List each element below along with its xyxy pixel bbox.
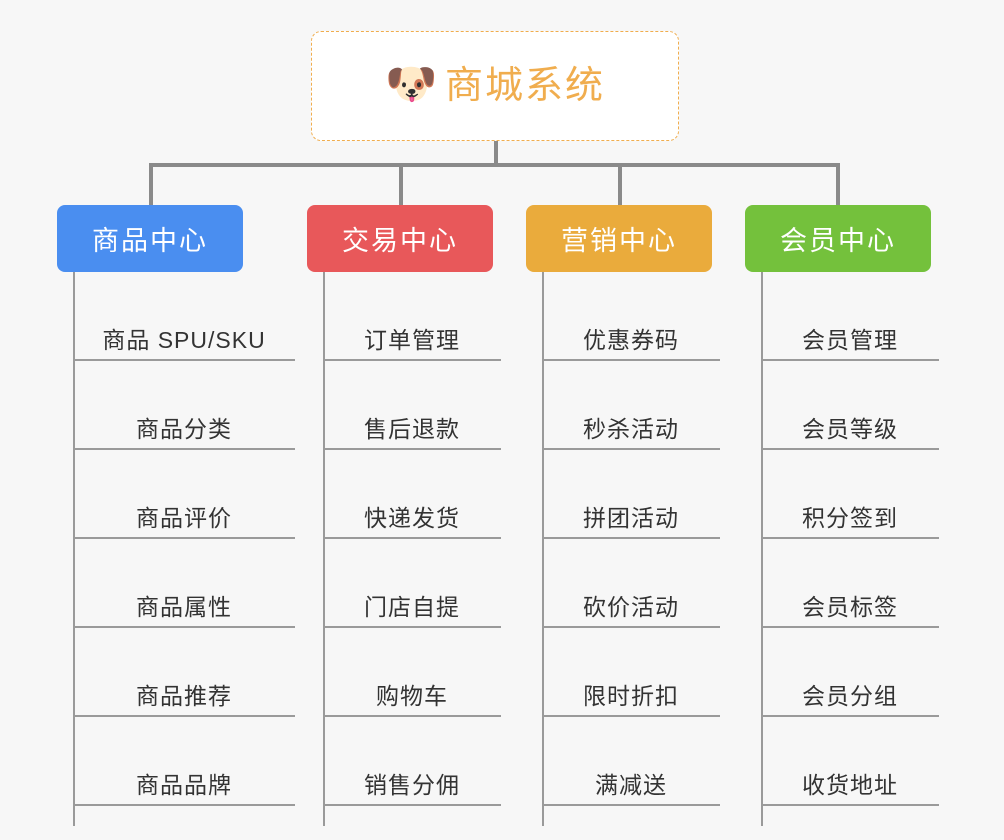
leaf-label: 商品评价: [136, 505, 232, 531]
leaf-item[interactable]: 售后退款: [323, 361, 501, 450]
shiba-dog-face-icon: 🐶: [384, 60, 438, 107]
leaf-item[interactable]: 秒杀活动: [542, 361, 720, 450]
leaf-item[interactable]: 商品推荐: [73, 628, 295, 717]
leaf-label: 限时折扣: [583, 683, 679, 709]
connector-horizontal-bus: [149, 163, 839, 167]
leaf-item[interactable]: 商品分类: [73, 361, 295, 450]
leaf-list-2: 优惠券码 秒杀活动 拼团活动 砍价活动 限时折扣 满减送: [542, 272, 720, 806]
branch-trunk-1: [323, 272, 325, 826]
leaf-label: 会员分组: [802, 683, 898, 709]
leaf-item[interactable]: 砍价活动: [542, 539, 720, 628]
connector-drop-2: [399, 163, 403, 205]
leaf-item[interactable]: 订单管理: [323, 272, 501, 361]
leaf-label: 会员管理: [802, 327, 898, 353]
branch-会员中心: 会员中心 会员管理 会员等级 积分签到 会员标签 会员分组 收货地址: [745, 205, 939, 826]
connector-root-stem: [494, 141, 498, 167]
leaf-item[interactable]: 门店自提: [323, 539, 501, 628]
branch-营销中心: 营销中心 优惠券码 秒杀活动 拼团活动 砍价活动 限时折扣 满减送: [526, 205, 720, 826]
connector-drop-1: [149, 163, 153, 205]
leaf-label: 商品属性: [136, 594, 232, 620]
leaf-label: 秒杀活动: [583, 416, 679, 442]
leaf-list-3: 会员管理 会员等级 积分签到 会员标签 会员分组 收货地址: [761, 272, 939, 806]
leaf-label: 拼团活动: [583, 505, 679, 531]
leaf-item[interactable]: 限时折扣: [542, 628, 720, 717]
leaf-label: 商品推荐: [136, 683, 232, 709]
leaf-item[interactable]: 收货地址: [761, 717, 939, 806]
connector-drop-4: [836, 163, 840, 205]
leaf-label: 订单管理: [364, 327, 460, 353]
leaf-label: 优惠券码: [583, 327, 679, 353]
leaf-label: 会员标签: [802, 594, 898, 620]
branch-trunk-3: [761, 272, 763, 826]
leaf-item[interactable]: 满减送: [542, 717, 720, 806]
leaf-item[interactable]: 会员标签: [761, 539, 939, 628]
leaf-item[interactable]: 积分签到: [761, 450, 939, 539]
leaf-label: 销售分佣: [364, 772, 460, 798]
branch-header-1[interactable]: 交易中心: [307, 205, 493, 272]
leaf-label: 会员等级: [802, 416, 898, 442]
leaf-item[interactable]: 会员管理: [761, 272, 939, 361]
leaf-label: 快递发货: [364, 505, 460, 531]
leaf-label: 商品 SPU/SKU: [102, 327, 266, 353]
root-node-label: 商城系统: [444, 65, 605, 107]
branch-交易中心: 交易中心 订单管理 售后退款 快递发货 门店自提 购物车 销售分佣: [307, 205, 501, 826]
branch-header-3[interactable]: 会员中心: [745, 205, 931, 272]
branch-header-2[interactable]: 营销中心: [526, 205, 712, 272]
leaf-label: 满减送: [595, 772, 667, 798]
leaf-label: 门店自提: [364, 594, 460, 620]
connector-drop-3: [618, 163, 622, 205]
branch-trunk-2: [542, 272, 544, 826]
leaf-item[interactable]: 商品属性: [73, 539, 295, 628]
branch-header-0[interactable]: 商品中心: [57, 205, 243, 272]
leaf-label: 积分签到: [802, 505, 898, 531]
leaf-label: 砍价活动: [583, 594, 679, 620]
leaf-label: 售后退款: [364, 416, 460, 442]
branch-商品中心: 商品中心 商品 SPU/SKU 商品分类 商品评价 商品属性 商品推荐 商品品牌: [57, 205, 295, 826]
leaf-item[interactable]: 销售分佣: [323, 717, 501, 806]
root-node[interactable]: 🐶 商城系统: [311, 31, 679, 141]
leaf-label: 购物车: [376, 683, 448, 709]
leaf-item[interactable]: 快递发货: [323, 450, 501, 539]
leaf-label: 商品分类: [136, 416, 232, 442]
leaf-item[interactable]: 拼团活动: [542, 450, 720, 539]
leaf-item[interactable]: 会员等级: [761, 361, 939, 450]
leaf-list-0: 商品 SPU/SKU 商品分类 商品评价 商品属性 商品推荐 商品品牌: [73, 272, 295, 806]
leaf-list-1: 订单管理 售后退款 快递发货 门店自提 购物车 销售分佣: [323, 272, 501, 806]
branch-trunk-0: [73, 272, 75, 826]
leaf-label: 商品品牌: [136, 772, 232, 798]
leaf-item[interactable]: 会员分组: [761, 628, 939, 717]
leaf-item[interactable]: 商品评价: [73, 450, 295, 539]
leaf-item[interactable]: 商品 SPU/SKU: [73, 272, 295, 361]
leaf-item[interactable]: 商品品牌: [73, 717, 295, 806]
leaf-item[interactable]: 购物车: [323, 628, 501, 717]
leaf-label: 收货地址: [802, 772, 898, 798]
leaf-item[interactable]: 优惠券码: [542, 272, 720, 361]
